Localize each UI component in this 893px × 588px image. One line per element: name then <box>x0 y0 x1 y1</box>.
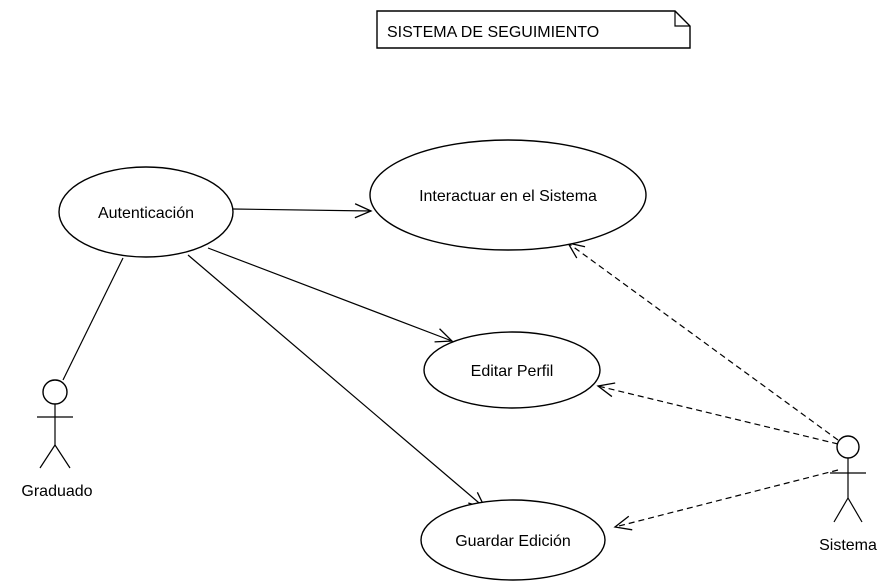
use-case-editar-perfil-label: Editar Perfil <box>471 363 554 380</box>
actor-graduado: Graduado <box>21 379 93 500</box>
system-note-text: SISTEMA DE SEGUIMIENTO <box>387 24 599 41</box>
include-editar-perfil-arrow <box>207 247 454 343</box>
use-case-guardar-edicion-label: Guardar Edición <box>455 533 571 550</box>
system-note: SISTEMA DE SEGUIMIENTO <box>376 10 691 49</box>
stick-figure-icon <box>830 435 866 523</box>
use-case-autenticacion-label: Autenticación <box>98 205 194 222</box>
use-case-autenticacion: Autenticación <box>58 166 234 258</box>
actor-graduado-label: Graduado <box>21 483 92 500</box>
use-case-interactuar: Interactuar en el Sistema <box>369 139 647 251</box>
association-graduado-autenticacion <box>62 257 124 381</box>
dependency-sistema-interactuar <box>566 242 839 441</box>
actor-sistema-label: Sistema <box>819 537 877 554</box>
use-case-editar-perfil: Editar Perfil <box>423 331 601 409</box>
use-case-interactuar-label: Interactuar en el Sistema <box>419 188 597 205</box>
include-guardar-edicion-arrow <box>187 254 487 510</box>
dependency-sistema-guardar-edicion <box>613 469 839 531</box>
actor-sistema: Sistema <box>819 435 877 554</box>
use-case-guardar-edicion: Guardar Edición <box>420 499 606 581</box>
stick-figure-icon <box>37 379 73 469</box>
dependency-sistema-editar-perfil <box>596 382 839 445</box>
connections <box>62 203 839 531</box>
include-interactuar-arrow <box>232 203 373 219</box>
